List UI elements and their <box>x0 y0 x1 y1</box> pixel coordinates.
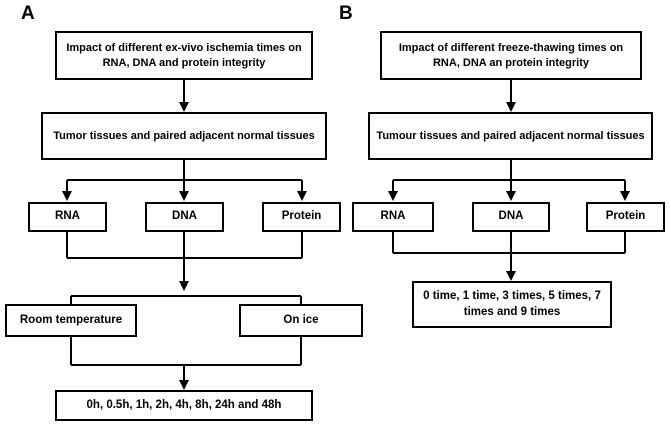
node-analyte-dna-b: DNA <box>472 202 550 232</box>
node-analyte-protein-a: Protein <box>262 202 341 232</box>
node-study-aim-b: Impact of different freeze-thawing times… <box>380 31 642 80</box>
panel-label-a: A <box>21 3 35 24</box>
node-analyte-rna-a: RNA <box>28 202 107 232</box>
node-analyte-dna-a: DNA <box>145 202 224 232</box>
node-analyte-rna-b: RNA <box>352 202 434 232</box>
node-tissue-source-b: Tumour tissues and paired adjacent norma… <box>368 112 653 160</box>
node-condition-on-ice: On ice <box>239 304 363 337</box>
node-tissue-source-a: Tumor tissues and paired adjacent normal… <box>41 112 327 160</box>
node-freeze-thaw-cycles: 0 time, 1 time, 3 times, 5 times, 7 time… <box>412 281 612 328</box>
node-analyte-protein-b: Protein <box>586 202 665 232</box>
node-timepoints-a: 0h, 0.5h, 1h, 2h, 4h, 8h, 24h and 48h <box>55 390 313 421</box>
node-study-aim-a: Impact of different ex-vivo ischemia tim… <box>55 31 313 80</box>
node-condition-room-temperature: Room temperature <box>5 304 137 337</box>
panel-label-b: B <box>339 3 353 24</box>
